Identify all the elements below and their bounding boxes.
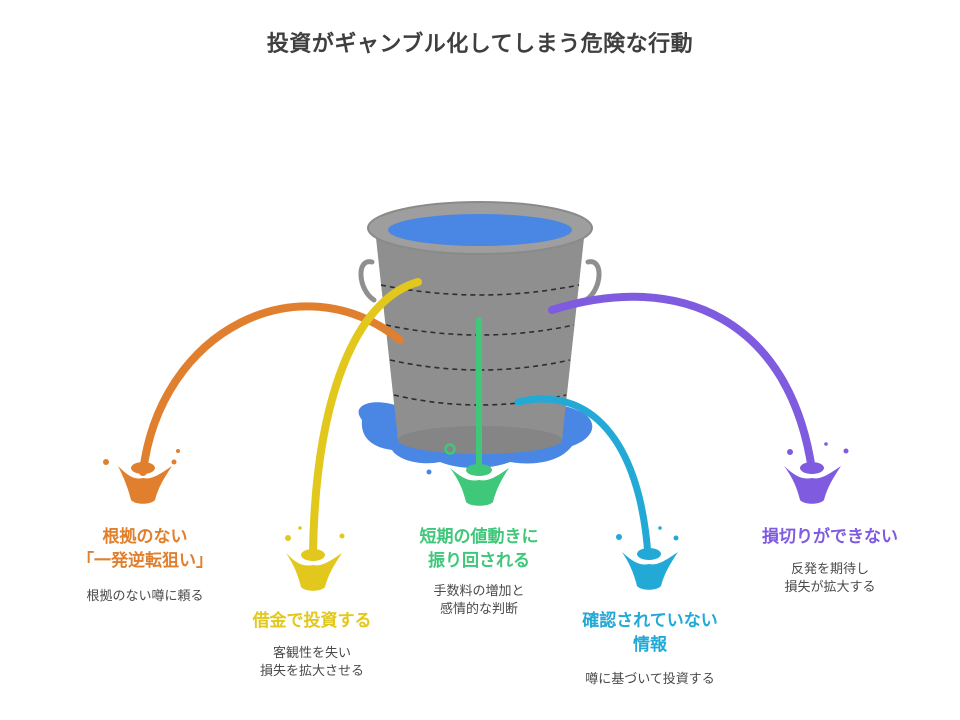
desc-line: 噂に基づいて投資する — [585, 672, 715, 687]
label-borrowed-investment: 借金で投資する — [222, 609, 402, 633]
desc-line: 反発を期待し — [790, 562, 869, 577]
desc-line: 手数料の増加と — [433, 584, 525, 599]
desc-no-stop-loss: 反発を期待し 損失が拡大する — [740, 561, 920, 597]
label-line: 振り回される — [428, 551, 530, 571]
label-short-term-swings: 短期の値動きに 振り回される — [389, 525, 569, 573]
desc-line: 損失が拡大する — [784, 580, 876, 595]
desc-short-term-swings: 手数料の増加と 感情的な判断 — [389, 583, 569, 619]
label-line: 根拠のない — [102, 527, 188, 547]
label-line: 損切りができない — [762, 527, 898, 547]
desc-line: 損失を拡大させる — [259, 664, 364, 679]
page-title: 投資がギャンブル化してしまう危険な行動 — [266, 32, 694, 57]
splash-orange — [103, 449, 180, 504]
label-unverified-info: 確認されていない 情報 — [560, 609, 740, 657]
stream-purple — [548, 292, 816, 474]
stream-yellow — [309, 278, 422, 559]
splash-cyan — [616, 526, 679, 590]
label-line: 情報 — [633, 635, 667, 655]
desc-line: 根拠のない噂に頼る — [86, 589, 204, 604]
stream-cyan — [514, 395, 652, 560]
desc-line: 客観性を失い — [272, 646, 351, 661]
label-line: 借金で投資する — [252, 611, 372, 631]
desc-unverified-info: 噂に基づいて投資する — [560, 671, 740, 689]
label-line: 「一発逆転狙い」 — [77, 551, 213, 571]
splash-green — [426, 443, 509, 506]
desc-baseless-gamble: 根拠のない噂に頼る — [55, 588, 235, 606]
splash-purple — [784, 442, 849, 504]
label-line: 確認されていない — [582, 611, 718, 631]
desc-line: 感情的な判断 — [439, 602, 518, 617]
stream-orange — [139, 302, 404, 476]
desc-borrowed-investment: 客観性を失い 損失を拡大させる — [222, 645, 402, 681]
splash-yellow — [285, 526, 345, 591]
label-baseless-gamble: 根拠のない 「一発逆転狙い」 — [55, 525, 235, 573]
label-no-stop-loss: 損切りができない — [740, 525, 920, 549]
label-line: 短期の値動きに — [419, 527, 539, 547]
